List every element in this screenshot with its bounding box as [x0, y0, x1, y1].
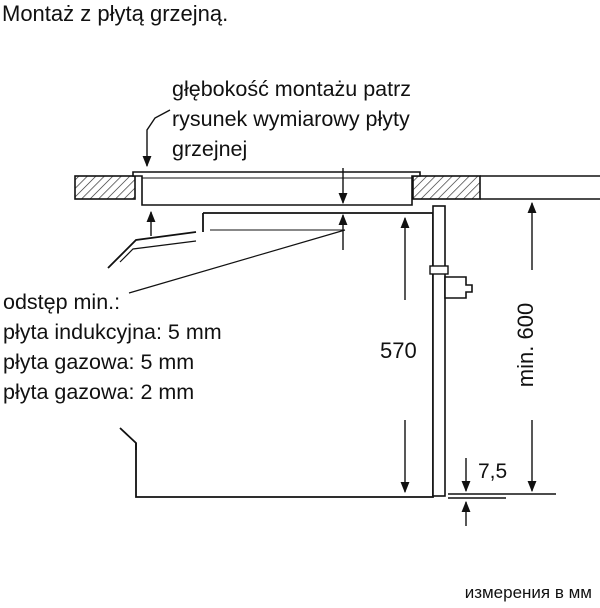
- depth-note-line-2: rysunek wymiarowy płyty: [172, 107, 410, 131]
- units-note: измерения в мм: [464, 583, 592, 602]
- gap-note-gas-5: płyta gazowa: 5 mm: [3, 350, 195, 374]
- oven-knob: [444, 276, 473, 299]
- oven-back-upper-inner: [119, 240, 197, 263]
- oven-door: [432, 205, 446, 497]
- oven-diagonal-line: [128, 229, 346, 294]
- depth-leader-line: [142, 109, 171, 168]
- worktop-right-section: [412, 175, 481, 200]
- worktop: [74, 175, 600, 200]
- oven-outline: [135, 212, 434, 498]
- oven-back-lower: [119, 427, 137, 450]
- oven: [107, 205, 473, 498]
- diagram-title: Montaż z płytą grzejną.: [2, 1, 229, 26]
- depth-note-line-3: grzejnej: [172, 137, 248, 161]
- dimension-label-570: 570: [380, 338, 417, 363]
- gap-note-gas-2: płyta gazowa: 2 mm: [3, 380, 195, 404]
- gap-note-induction: płyta indukcyjna: 5 mm: [3, 320, 222, 344]
- worktop-left-section: [74, 175, 136, 200]
- depth-note-line-1: głębokość montażu patrz: [172, 77, 412, 101]
- gap-note-heading: odstęp min.:: [3, 290, 121, 314]
- dimension-label-7-5: 7,5: [478, 460, 508, 483]
- hob-body: [132, 171, 421, 206]
- hob: [132, 171, 421, 206]
- oven-control-panel: [429, 265, 449, 275]
- dimension-lines: [142, 109, 556, 526]
- oven-back-upper: [107, 231, 197, 269]
